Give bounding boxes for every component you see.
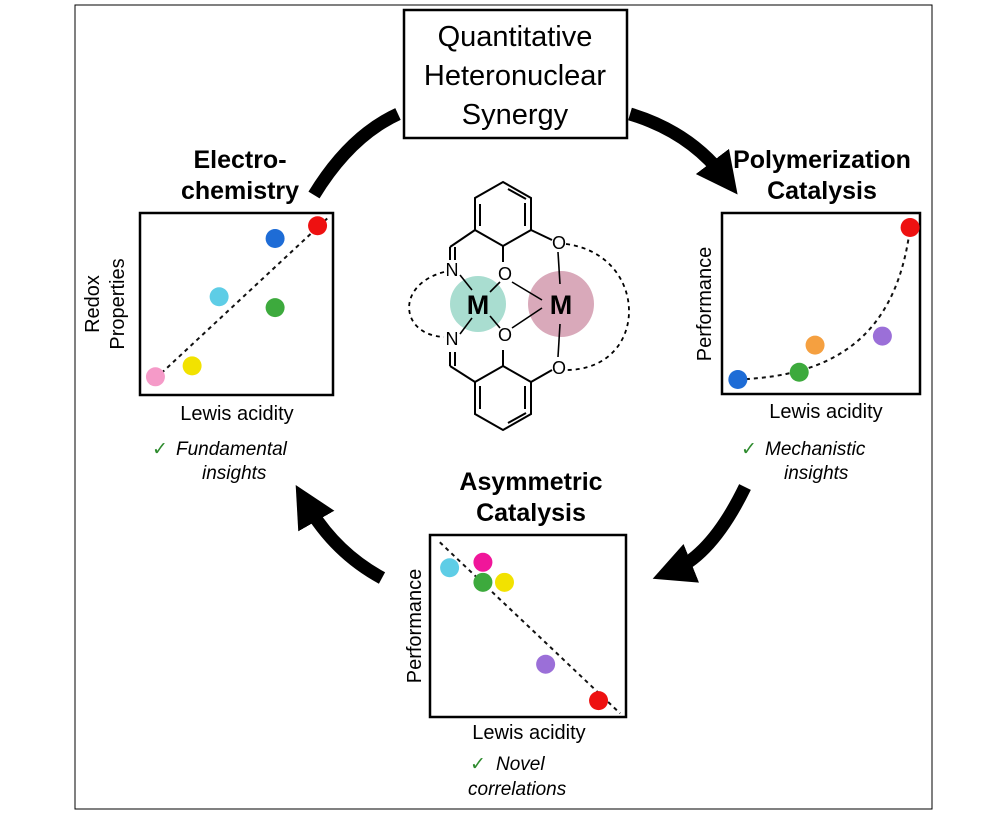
polymerization-data-point-4 bbox=[872, 326, 892, 346]
arrow-to-electrochemistry-bottom bbox=[295, 484, 386, 584]
polymerization-data-point-2 bbox=[789, 362, 809, 382]
atom-n-bottom: N bbox=[446, 329, 459, 349]
electrochemistry-data-point-2 bbox=[182, 356, 202, 376]
polymerization-note-1: Mechanistic bbox=[765, 439, 866, 460]
bottom-benzene-ring bbox=[474, 364, 532, 432]
arrow-to-polymerization bbox=[628, 107, 738, 195]
asymmetric-xlabel: Lewis acidity bbox=[472, 722, 585, 744]
asymmetric-data-point-3 bbox=[473, 572, 493, 592]
asymmetric-note-2: correlations bbox=[468, 779, 567, 800]
electrochemistry-heading-1: Electro- bbox=[193, 146, 286, 174]
polymerization-trend-line bbox=[737, 227, 912, 381]
polymerization-heading-2: Catalysis bbox=[767, 177, 877, 205]
electrochemistry-xlabel: Lewis acidity bbox=[180, 403, 293, 425]
polymerization-xlabel: Lewis acidity bbox=[769, 401, 882, 423]
polymerization-heading-1: Polymerization bbox=[733, 146, 911, 174]
figure-frame bbox=[74, 4, 933, 810]
atom-labels: N N O O O O bbox=[446, 233, 567, 378]
title-box: Quantitative Heteronuclear Synergy bbox=[402, 8, 629, 140]
electrochemistry-note-2: insights bbox=[202, 463, 267, 484]
asymmetric-note-1: Novel bbox=[496, 754, 545, 775]
asymmetric-trend-line bbox=[439, 541, 621, 715]
metal-center-2-highlight bbox=[528, 271, 594, 337]
title-line-3: Synergy bbox=[462, 99, 569, 131]
polymerization-plot-area bbox=[728, 217, 920, 390]
arrow-to-electrochemistry bbox=[308, 108, 401, 199]
polymerization-plot-frame bbox=[720, 211, 922, 396]
asymmetric-heading-1: Asymmetric bbox=[459, 468, 602, 496]
title-line-2: Heteronuclear bbox=[424, 60, 606, 92]
molecule-structure bbox=[449, 180, 553, 432]
electrochemistry-heading-2: chemistry bbox=[181, 177, 299, 205]
coordination-bonds bbox=[459, 251, 561, 358]
electrochemistry-data-point-1 bbox=[145, 367, 165, 387]
electrochemistry-check-icon: ✓ bbox=[152, 439, 168, 460]
electrochemistry-note-1: Fundamental bbox=[176, 439, 288, 460]
metal-label-1: M bbox=[467, 290, 490, 320]
polymerization-ylabel: Performance bbox=[694, 247, 716, 362]
polymerization-data-point-3 bbox=[805, 335, 825, 355]
polymerization-note-2: insights bbox=[784, 463, 849, 484]
asymmetric-data-point-6 bbox=[589, 691, 609, 711]
polymerization-data-point-5 bbox=[900, 217, 920, 237]
electrochemistry-panel: Electro- chemistry Redox Properties Lewi… bbox=[82, 146, 335, 484]
asymmetric-data-point-5 bbox=[536, 654, 556, 674]
atom-o-outer-top: O bbox=[552, 233, 566, 253]
atom-o-inner-top: O bbox=[498, 264, 512, 284]
atom-o-inner-bottom: O bbox=[498, 325, 512, 345]
atom-o-outer-bottom: O bbox=[552, 358, 566, 378]
cycle-arrows bbox=[295, 107, 751, 584]
polymerization-data-point-1 bbox=[728, 370, 748, 390]
electrochemistry-trend-line bbox=[148, 217, 328, 385]
asymmetric-check-icon: ✓ bbox=[470, 754, 486, 775]
ligand-linkers bbox=[408, 243, 630, 371]
polymerization-check-icon: ✓ bbox=[741, 439, 757, 460]
asymmetric-data-point-4 bbox=[494, 572, 514, 592]
electrochemistry-data-point-5 bbox=[265, 228, 285, 248]
asymmetric-heading-2: Catalysis bbox=[476, 499, 586, 527]
polymerization-panel: Polymerization Catalysis Performance Lew… bbox=[694, 146, 922, 484]
electrochemistry-plot-area bbox=[145, 216, 328, 387]
title-line-1: Quantitative bbox=[438, 21, 593, 53]
asymmetric-panel: Asymmetric Catalysis Performance Lewis a… bbox=[404, 468, 628, 800]
metal-label-2: M bbox=[550, 290, 573, 320]
asymmetric-ylabel: Performance bbox=[404, 569, 426, 684]
asymmetric-data-point-2 bbox=[473, 552, 493, 572]
arrow-to-asymmetric bbox=[652, 484, 751, 583]
asymmetric-plot-frame bbox=[428, 533, 628, 719]
electrochemistry-data-point-4 bbox=[265, 298, 285, 318]
top-benzene-ring bbox=[474, 180, 532, 248]
asymmetric-data-point-1 bbox=[440, 558, 460, 578]
asymmetric-plot-area bbox=[439, 541, 621, 715]
electrochemistry-ylabel-1: Redox bbox=[82, 275, 104, 333]
atom-n-top: N bbox=[446, 260, 459, 280]
electrochemistry-data-point-3 bbox=[209, 287, 229, 307]
electrochemistry-plot-frame bbox=[138, 211, 335, 397]
electrochemistry-data-point-6 bbox=[308, 216, 328, 236]
electrochemistry-ylabel-2: Properties bbox=[107, 258, 129, 349]
